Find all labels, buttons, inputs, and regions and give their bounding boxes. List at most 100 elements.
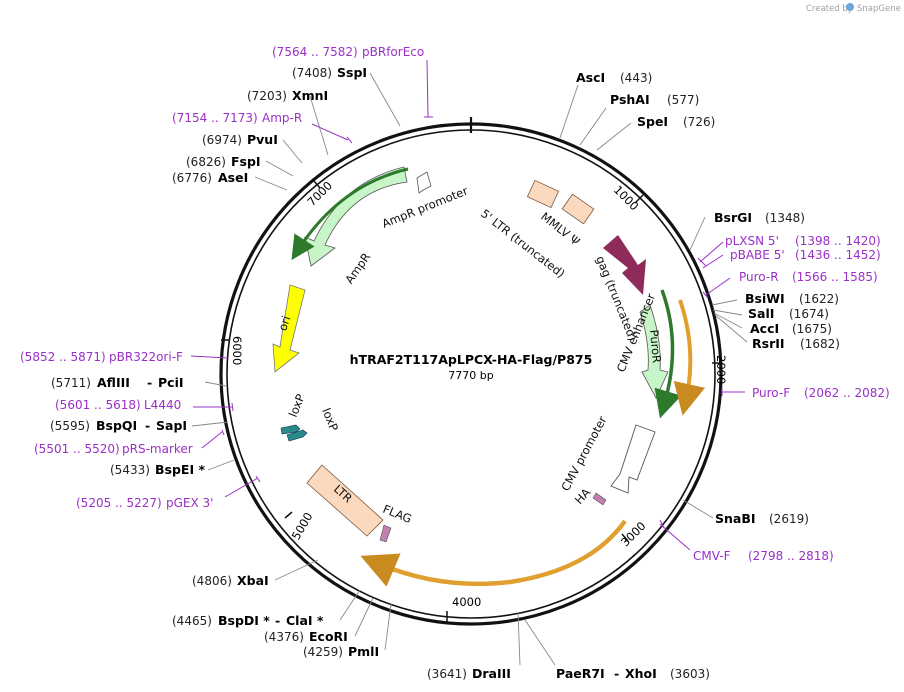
- primer-name[interactable]: pRS-marker: [122, 442, 193, 456]
- site-ecori[interactable]: (4376) EcoRI: [264, 629, 348, 644]
- primer-name[interactable]: pBABE 5': [730, 248, 785, 262]
- site-name[interactable]: SspI: [337, 65, 367, 80]
- site-name[interactable]: PshAI: [610, 92, 650, 107]
- primer-pbr322ori[interactable]: (5852 .. 5871) pBR322ori-F: [20, 350, 183, 364]
- site-draiii[interactable]: (3641) DraIII: [427, 666, 511, 681]
- ampr-arc: [291, 167, 409, 261]
- site-name[interactable]: BsiWI: [745, 291, 785, 306]
- site-pos: (4259): [303, 645, 343, 659]
- site-name[interactable]: DraIII: [472, 666, 511, 681]
- site-xmni[interactable]: (7203) XmnI: [247, 88, 328, 103]
- site-bspdi-clai[interactable]: (4465) BspDI * - ClaI *: [172, 613, 324, 628]
- primer-pos: (7564 .. 7582): [272, 45, 358, 59]
- site-pmli[interactable]: (4259) PmlI: [303, 644, 379, 659]
- primer-name[interactable]: L4440: [144, 398, 181, 412]
- site-pos: (5433): [110, 463, 150, 477]
- primer-name[interactable]: pGEX 3': [166, 496, 213, 510]
- site-asei[interactable]: (6776) AseI: [172, 170, 248, 185]
- primer-ampr[interactable]: (7154 .. 7173) Amp-R: [172, 111, 302, 125]
- site-name[interactable]: PaeR7I: [556, 666, 605, 681]
- gag-feature: [603, 235, 646, 295]
- tick-label: 5000: [289, 510, 316, 542]
- primer-name[interactable]: CMV-F: [693, 549, 731, 563]
- site-bspei[interactable]: (5433) BspEI *: [110, 462, 205, 477]
- primer-pbrforeco[interactable]: (7564 .. 7582) pBRforEco: [272, 45, 424, 59]
- site-snabi[interactable]: SnaBI (2619): [715, 511, 809, 526]
- primer-plxsn5[interactable]: pLXSN 5' (1398 .. 1420): [725, 234, 881, 248]
- site-pvui[interactable]: (6974) PvuI: [202, 132, 278, 147]
- loxp-2-feature: [286, 429, 308, 442]
- site-name-2[interactable]: PciI: [158, 375, 184, 390]
- site-name[interactable]: SalI: [748, 306, 774, 321]
- site-name[interactable]: SnaBI: [715, 511, 756, 526]
- site-name[interactable]: AscI: [576, 70, 605, 85]
- site-sali[interactable]: SalI (1674): [748, 306, 829, 321]
- site-name[interactable]: PmlI: [348, 644, 379, 659]
- site-name[interactable]: RsrII: [752, 336, 785, 351]
- site-paer7i-xhoi[interactable]: PaeR7I - XhoI (3603): [556, 666, 710, 681]
- site-sep: -: [275, 613, 280, 628]
- site-name[interactable]: EcoRI: [309, 629, 348, 644]
- site-pos: (1348): [765, 211, 805, 225]
- site-bsiwi[interactable]: BsiWI (1622): [745, 291, 839, 306]
- site-bspqi-sapi[interactable]: (5595) BspQI - SapI: [50, 418, 187, 433]
- site-spei[interactable]: SpeI (726): [637, 114, 715, 129]
- site-name-2[interactable]: SapI: [156, 418, 187, 433]
- primer-puror[interactable]: Puro-R (1566 .. 1585): [739, 270, 878, 284]
- site-name[interactable]: PvuI: [247, 132, 278, 147]
- site-name[interactable]: FspI: [231, 154, 261, 169]
- site-asci[interactable]: AscI (443): [576, 70, 652, 85]
- site-name[interactable]: BspQI: [96, 418, 137, 433]
- site-afliii-pcii[interactable]: (5711) AflIII - PciI: [51, 375, 184, 390]
- site-name[interactable]: SpeI: [637, 114, 668, 129]
- site-name[interactable]: BspEI *: [155, 462, 205, 477]
- primer-pos: (7154 .. 7173): [172, 111, 258, 125]
- site-acci[interactable]: AccI (1675): [750, 321, 832, 336]
- site-pos: (3603): [670, 667, 710, 681]
- loxp-1-feature: [280, 424, 301, 435]
- primer-cmvf[interactable]: CMV-F (2798 .. 2818): [693, 549, 834, 563]
- site-pos: (577): [667, 93, 699, 107]
- ltr-feature: [306, 464, 384, 537]
- primer-pgex3[interactable]: (5205 .. 5227) pGEX 3': [76, 496, 213, 510]
- orange-arc-bottom: [360, 519, 627, 587]
- site-name-2[interactable]: XhoI: [625, 666, 657, 681]
- primer-name[interactable]: pBRforEco: [362, 45, 424, 59]
- site-name[interactable]: XmnI: [292, 88, 328, 103]
- site-pos: (1674): [789, 307, 829, 321]
- site-leaders: [191, 72, 748, 666]
- site-name[interactable]: AflIII: [97, 375, 130, 390]
- cmv-promoter-label: CMV promoter: [558, 413, 609, 493]
- primer-prsmarker[interactable]: (5501 .. 5520) pRS-marker: [34, 442, 193, 456]
- ampr-promoter-feature: [416, 171, 432, 194]
- ori-label: ori: [275, 314, 293, 333]
- primer-pbabe5[interactable]: pBABE 5' (1436 .. 1452): [730, 248, 881, 262]
- site-sspi[interactable]: (7408) SspI: [292, 65, 367, 80]
- primer-name[interactable]: pLXSN 5': [725, 234, 779, 248]
- site-name[interactable]: BspDI *: [218, 613, 270, 628]
- site-name[interactable]: BsrGI: [714, 210, 752, 225]
- puror-arc: [654, 289, 682, 419]
- site-name[interactable]: XbaI: [237, 573, 269, 588]
- primer-pos: (5501 .. 5520): [34, 442, 120, 456]
- primer-name[interactable]: Puro-R: [739, 270, 779, 284]
- primer-pos: (2062 .. 2082): [804, 386, 890, 400]
- primer-name[interactable]: Puro-F: [752, 386, 790, 400]
- primer-leaders: [190, 59, 745, 551]
- primer-name[interactable]: Amp-R: [262, 111, 302, 125]
- site-name[interactable]: AccI: [750, 321, 779, 336]
- site-xbai[interactable]: (4806) XbaI: [192, 573, 269, 588]
- site-bsrgi[interactable]: BsrGI (1348): [714, 210, 805, 225]
- primer-purof[interactable]: Puro-F (2062 .. 2082): [752, 386, 890, 400]
- snapgene-logo-icon: [846, 3, 854, 11]
- site-name[interactable]: AseI: [218, 170, 248, 185]
- site-fspi[interactable]: (6826) FspI: [186, 154, 261, 169]
- site-name-2[interactable]: ClaI *: [286, 613, 324, 628]
- primer-name[interactable]: pBR322ori-F: [109, 350, 183, 364]
- site-pos: (7408): [292, 66, 332, 80]
- site-pos: (7203): [247, 89, 287, 103]
- primer-l4440[interactable]: (5601 .. 5618) L4440: [55, 398, 181, 412]
- site-pshai[interactable]: PshAI (577): [610, 92, 699, 107]
- site-rsrii[interactable]: RsrII (1682): [752, 336, 840, 351]
